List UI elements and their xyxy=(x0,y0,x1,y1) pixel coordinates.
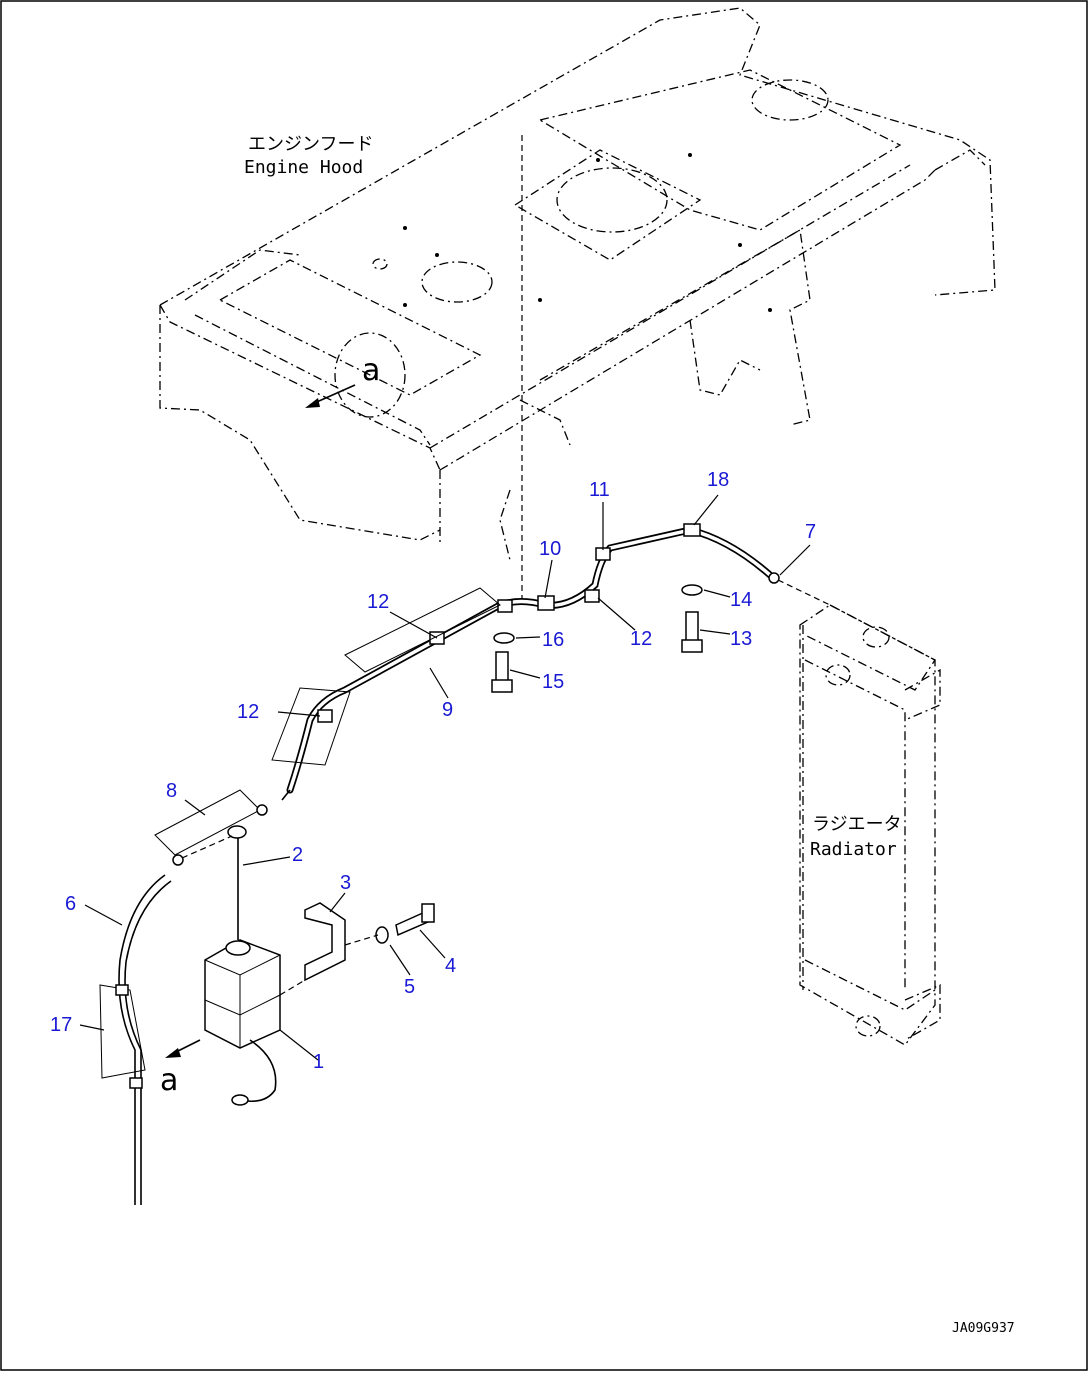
callout-5: 5 xyxy=(404,976,415,998)
clamp-plate-12-mid xyxy=(344,587,501,673)
drawing-number: JA09G937 xyxy=(952,1321,1015,1336)
section-marker-lower: a xyxy=(160,1063,178,1098)
callout-18: 18 xyxy=(707,469,729,491)
callout-16: 16 xyxy=(542,629,564,651)
reservoir-tank xyxy=(204,939,281,1106)
callout-12-left: 12 xyxy=(237,701,259,723)
callout-14: 14 xyxy=(730,589,752,611)
clamp-18 xyxy=(683,523,701,537)
callout-11: 11 xyxy=(589,479,610,501)
clamp-12-right xyxy=(584,589,600,603)
clamp-plate-17 xyxy=(99,984,146,1079)
engine-hood-outline xyxy=(159,7,996,605)
fitting-8-upper xyxy=(256,804,268,816)
fitting-7 xyxy=(768,572,780,584)
clamp-plate-12-left xyxy=(271,687,351,766)
callout-15: 15 xyxy=(542,671,564,693)
bolt-15 xyxy=(491,651,513,693)
assembly-line-bolt xyxy=(344,934,379,946)
section-marker-upper: a xyxy=(362,353,380,388)
radiator-label-jp: ラジエータ xyxy=(812,814,902,835)
washer-16 xyxy=(493,632,515,644)
callout-17: 17 xyxy=(50,1014,72,1036)
hose-assembly xyxy=(286,526,774,794)
callout-3: 3 xyxy=(340,872,351,894)
callout-2: 2 xyxy=(292,844,303,866)
clamp-10 xyxy=(537,595,555,611)
callout-9: 9 xyxy=(442,699,453,721)
assembly-line-cap xyxy=(181,835,233,859)
washer-14 xyxy=(681,584,703,596)
engine-hood-label-en: Engine Hood xyxy=(244,157,363,178)
section-arrow-head-lower xyxy=(165,1048,181,1058)
bolt-4 xyxy=(395,903,435,937)
clamp-12-left xyxy=(317,709,333,723)
hose-lower-end xyxy=(281,789,291,801)
callout-1: 1 xyxy=(313,1051,324,1073)
fitting-8-lower xyxy=(172,854,184,866)
callout-10: 10 xyxy=(539,538,561,560)
callout-13: 13 xyxy=(730,628,752,650)
callout-12-right: 12 xyxy=(630,628,652,650)
radiator-outline xyxy=(777,579,941,1046)
radiator-label-en: Radiator xyxy=(810,839,897,860)
hose-clamp-17-bottom xyxy=(129,1077,143,1089)
callout-6: 6 xyxy=(65,893,76,915)
section-arrow-head-upper xyxy=(305,398,320,408)
callout-12-mid: 12 xyxy=(367,591,389,613)
leader-lines xyxy=(79,494,811,1061)
overflow-hose-6 xyxy=(118,874,166,1205)
callout-8: 8 xyxy=(166,780,177,802)
clamp-bracket-top xyxy=(497,599,513,613)
bracket-3 xyxy=(304,902,346,982)
bolt-13 xyxy=(681,611,703,653)
callout-7: 7 xyxy=(805,521,816,543)
engine-hood-label-jp: エンジンフード xyxy=(248,134,373,155)
dipstick-cap-2 xyxy=(227,825,247,839)
assembly-line-bracket xyxy=(279,979,306,996)
callout-4: 4 xyxy=(445,955,456,977)
overflow-hose-6b xyxy=(124,880,172,1205)
hose-clamp-17-top xyxy=(115,984,129,996)
